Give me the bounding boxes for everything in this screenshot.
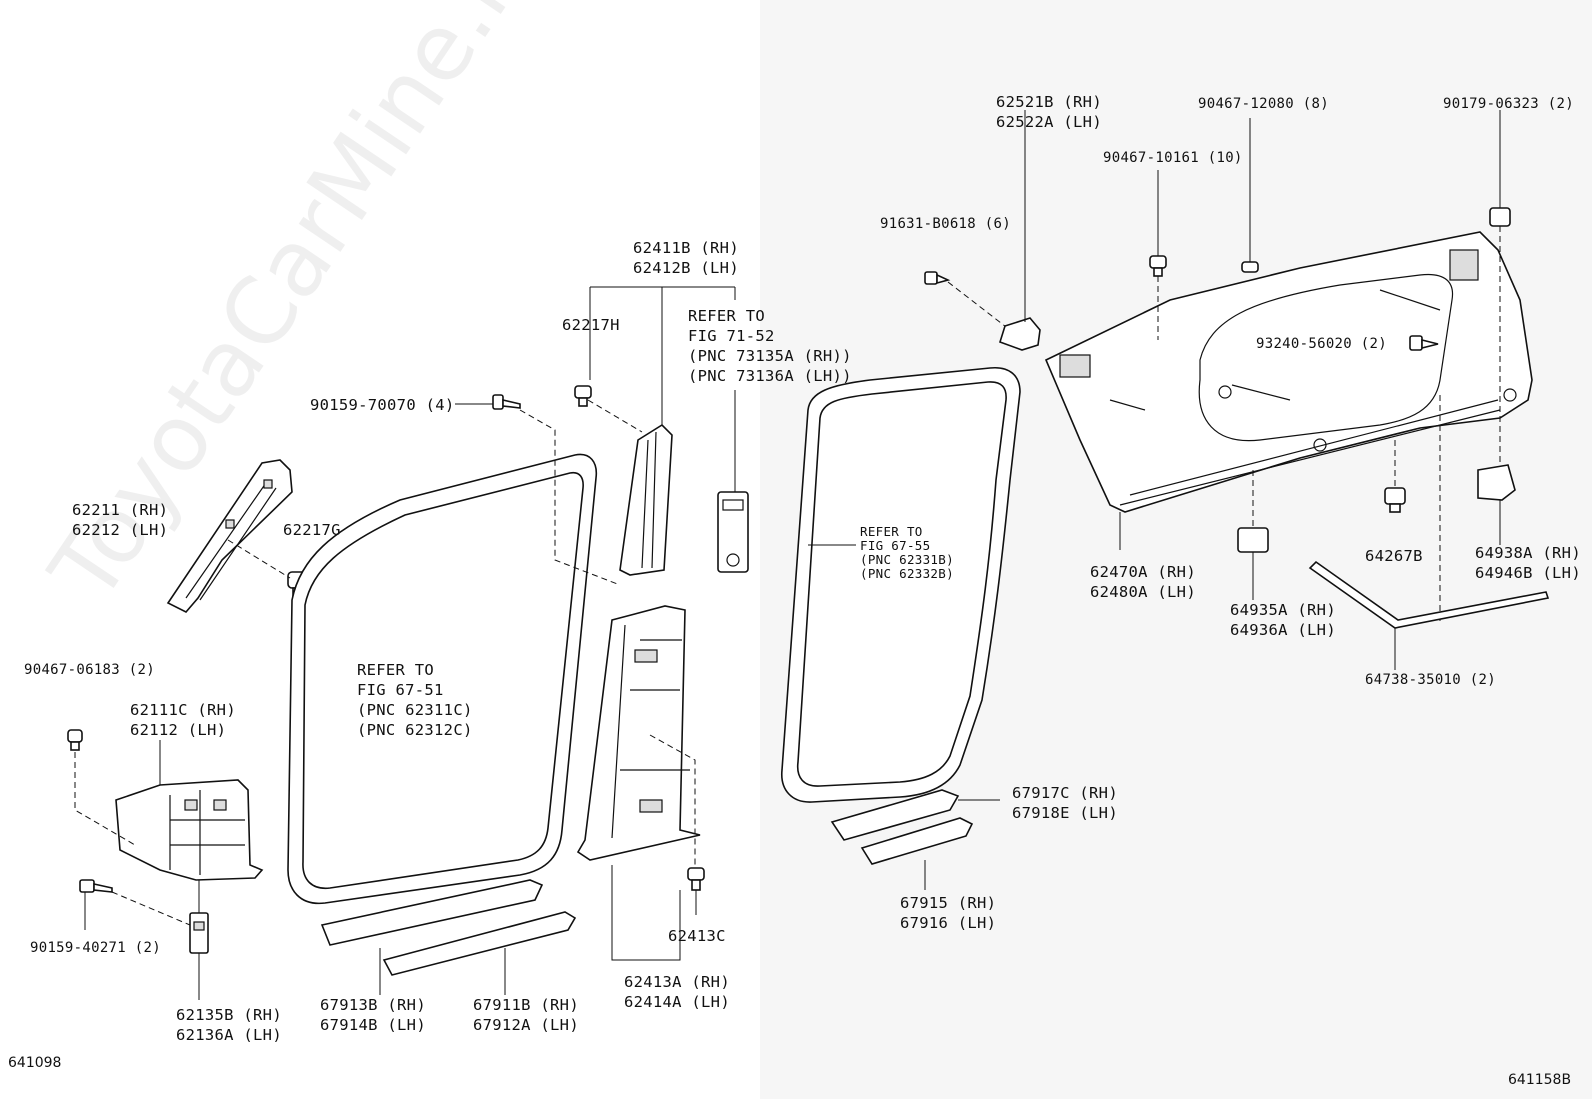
- label-90467-12080: 90467-12080 (8): [1198, 96, 1329, 112]
- label-62217h: 62217H: [562, 316, 620, 334]
- clip-62217h-part: [574, 385, 592, 407]
- b-pillar-upper-garnish-part: [587, 399, 673, 576]
- scuff-plate-67915-part: [860, 799, 1000, 890]
- switch-part-73135a: [717, 390, 749, 573]
- strip-64738-35010-part: [1308, 560, 1550, 670]
- label-67911b: 67911B (RH)67912A (LH): [473, 996, 579, 1034]
- scuff-plate-67913b-part: [320, 879, 544, 995]
- a-pillar-garnish-part: [166, 459, 293, 613]
- rear-door-weatherstrip: [781, 367, 1021, 803]
- bracket-62521b-part: [999, 110, 1041, 351]
- screw-93240-56020-part: [1409, 335, 1441, 625]
- label-90467-06183: 90467-06183 (2): [24, 662, 155, 678]
- scuff-plate-67917c-part: [830, 789, 960, 841]
- label-91631-b0618: 91631-B0618 (6): [880, 216, 1011, 232]
- hook-64938a-part: [1477, 464, 1516, 545]
- label-67915: 67915 (RH)67916 (LH): [900, 894, 997, 932]
- left-figure-code: 641098: [8, 1055, 62, 1071]
- clip-90467-06183-part: [67, 729, 136, 846]
- label-62111c: 62111C (RH)62112 (LH): [130, 701, 236, 739]
- label-67913b: 67913B (RH)67914B (LH): [320, 996, 426, 1034]
- label-62470a: 62470A (RH)62480A (LH): [1090, 563, 1196, 601]
- label-62413a: 62413A (RH)62414A (LH): [624, 973, 730, 1011]
- cover-64935a-part: [1237, 470, 1269, 600]
- right-figure-code: 641158B: [1508, 1072, 1572, 1088]
- label-62411b: 62411B (RH)62412B (LH): [633, 239, 739, 277]
- label-62217g: 62217G: [283, 521, 341, 539]
- label-62211: 62211 (RH)62212 (LH): [72, 501, 169, 539]
- label-93240-56020: 93240-56020 (2): [1256, 336, 1387, 352]
- front-door-weatherstrip: [287, 453, 598, 905]
- b-pillar-lower-garnish-part: [576, 605, 701, 872]
- label-62413c: 62413C: [668, 927, 726, 945]
- clip-90467-10161-part: [1149, 170, 1167, 340]
- quarter-trim-panel-part: [1044, 231, 1533, 550]
- kick-panel-62111c-part: [115, 740, 264, 881]
- clip-90179-06323-part: [1489, 110, 1511, 470]
- label-64935a: 64935A (RH)64936A (LH): [1230, 601, 1336, 639]
- label-62521b: 62521B (RH)62522A (LH): [996, 93, 1102, 131]
- label-64738-35010: 64738-35010 (2): [1365, 672, 1496, 688]
- screw-90159-70070-part: [455, 394, 621, 586]
- label-90159-70070: 90159-70070 (4): [310, 396, 455, 414]
- bracket-62135b-part: [189, 880, 209, 1000]
- screw-91631-b0618-part: [924, 271, 1011, 331]
- label-64938a: 64938A (RH)64946B (LH): [1475, 544, 1581, 582]
- label-90467-10161: 90467-10161 (10): [1103, 150, 1243, 166]
- label-90179-06323: 90179-06323 (2): [1443, 96, 1574, 112]
- clip-90467-12080-part: [1241, 118, 1259, 273]
- label-62135b: 62135B (RH)62136A (LH): [176, 1006, 282, 1044]
- clip-62413c-part: [687, 867, 705, 915]
- scuff-plate-67911b-part: [382, 911, 577, 995]
- screw-90159-40271-part: [79, 879, 191, 930]
- label-90159-40271: 90159-40271 (2): [30, 940, 161, 956]
- label-64267b: 64267B: [1365, 547, 1423, 565]
- label-67917c: 67917C (RH)67918E (LH): [1012, 784, 1118, 822]
- hook-64267b-part: [1384, 440, 1406, 513]
